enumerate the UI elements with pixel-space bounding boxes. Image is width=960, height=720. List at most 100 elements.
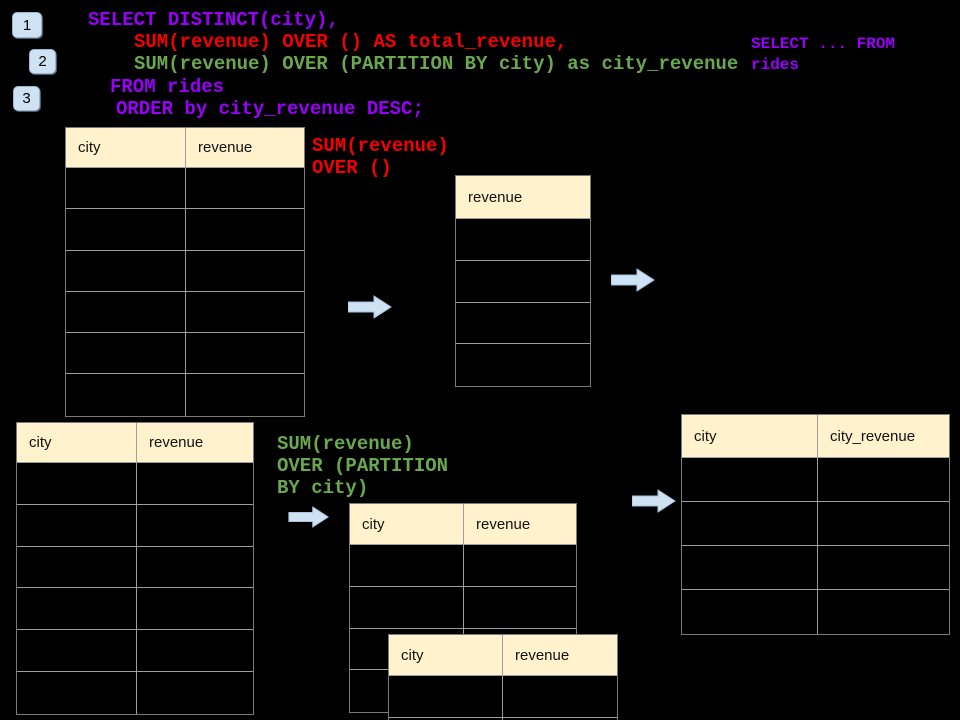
column-header-revenue: revenue	[503, 635, 617, 676]
sql-line-select: SELECT DISTINCT(city),	[88, 9, 339, 31]
table-row	[682, 546, 949, 590]
table-row	[17, 671, 253, 714]
table-row	[17, 463, 253, 505]
table-cell-empty	[137, 588, 253, 629]
table-cell-empty	[66, 374, 186, 416]
side-note-line2: rides	[751, 56, 800, 74]
sql-line-partition: SUM(revenue) OVER (PARTITION BY city) as…	[134, 53, 739, 75]
table-row	[66, 333, 304, 375]
table-row	[456, 219, 590, 261]
step-badge-3-label: 3	[22, 90, 31, 107]
table-result: city city_revenue	[681, 414, 950, 635]
table-cell-empty	[350, 545, 464, 586]
table-cell-empty	[17, 630, 137, 671]
sql-line-from: FROM rides	[110, 76, 225, 98]
column-header-revenue: revenue	[456, 176, 590, 219]
column-header-city: city	[389, 635, 503, 676]
table-result-header: city city_revenue	[682, 415, 949, 458]
table-partition-mid: city revenue	[349, 503, 577, 714]
table-row	[350, 545, 576, 587]
table-cell-empty	[66, 168, 186, 209]
flow-arrow-icon	[348, 295, 392, 319]
table-cell-empty	[818, 546, 949, 589]
table-cell-empty	[186, 292, 304, 332]
table-source-total-body	[66, 168, 304, 416]
table-result-body	[682, 458, 949, 634]
table-row	[350, 586, 576, 629]
table-cell-empty	[66, 333, 186, 374]
table-row	[456, 303, 590, 345]
table-row	[456, 261, 590, 303]
annotation-partition-line1: SUM(revenue)	[277, 433, 414, 455]
table-cell-empty	[456, 219, 590, 260]
table-revenue-only: revenue	[455, 175, 591, 388]
table-cell-empty	[456, 344, 590, 386]
table-partition-overlay: city revenue	[388, 634, 618, 720]
table-cell-empty	[66, 209, 186, 250]
side-note-line1: SELECT ... FROM	[751, 35, 896, 53]
table-cell-empty	[503, 676, 617, 717]
table-source-partition: city revenue	[16, 422, 254, 715]
table-cell-empty	[186, 209, 304, 249]
table-cell-empty	[456, 303, 590, 344]
table-cell-empty	[389, 718, 503, 720]
table-cell-empty	[818, 458, 949, 501]
table-row	[66, 209, 304, 251]
table-partition-overlay-header: city revenue	[389, 635, 617, 676]
table-cell-empty	[464, 545, 576, 586]
table-cell-empty	[682, 546, 818, 589]
table-cell-empty	[66, 250, 186, 291]
table-cell-empty	[17, 671, 137, 714]
table-row	[682, 590, 949, 634]
table-row	[66, 250, 304, 292]
column-header-city: city	[682, 415, 818, 458]
table-cell-empty	[17, 463, 137, 504]
table-revenue-only-header: revenue	[456, 176, 590, 219]
sql-line-total: SUM(revenue) OVER () AS total_revenue,	[134, 31, 568, 53]
table-row	[682, 502, 949, 546]
table-row	[389, 676, 617, 718]
step-badge-2: 2	[29, 49, 56, 74]
table-source-total-header: city revenue	[66, 128, 304, 168]
step-badge-3: 3	[13, 86, 40, 111]
table-cell-empty	[137, 505, 253, 546]
table-source-partition-header: city revenue	[17, 423, 253, 463]
table-cell-empty	[818, 590, 949, 634]
table-row	[66, 374, 304, 416]
table-row	[17, 504, 253, 547]
table-row	[66, 168, 304, 210]
table-row	[66, 291, 304, 334]
column-header-revenue: revenue	[186, 128, 304, 168]
column-header-city: city	[66, 128, 186, 168]
flow-arrow-icon	[611, 268, 655, 292]
table-cell-empty	[186, 251, 304, 291]
annotation-total-line2: OVER ()	[312, 157, 392, 179]
table-cell-empty	[17, 546, 137, 588]
table-cell-empty	[17, 588, 137, 630]
table-cell-empty	[186, 168, 304, 208]
column-header-city: city	[350, 504, 464, 545]
table-cell-empty	[682, 590, 818, 634]
table-row	[682, 458, 949, 502]
table-row	[17, 546, 253, 589]
annotation-total-line1: SUM(revenue)	[312, 135, 449, 157]
flow-arrow-icon	[288, 506, 330, 528]
table-source-total: city revenue	[65, 127, 305, 417]
column-header-city-revenue: city_revenue	[818, 415, 949, 458]
table-cell-empty	[186, 374, 304, 415]
column-header-revenue: revenue	[464, 504, 576, 545]
table-cell-empty	[137, 630, 253, 671]
table-cell-empty	[17, 504, 137, 546]
table-cell-empty	[456, 261, 590, 302]
table-row	[17, 588, 253, 631]
step-badge-2-label: 2	[38, 53, 47, 70]
annotation-partition-line2: OVER (PARTITION	[277, 455, 449, 477]
step-badge-1: 1	[12, 12, 42, 38]
column-header-city: city	[17, 423, 137, 463]
sql-line-order: ORDER by city_revenue DESC;	[116, 98, 424, 120]
table-row	[456, 344, 590, 386]
table-row	[389, 718, 617, 720]
table-cell-empty	[137, 463, 253, 504]
column-header-revenue: revenue	[137, 423, 253, 463]
